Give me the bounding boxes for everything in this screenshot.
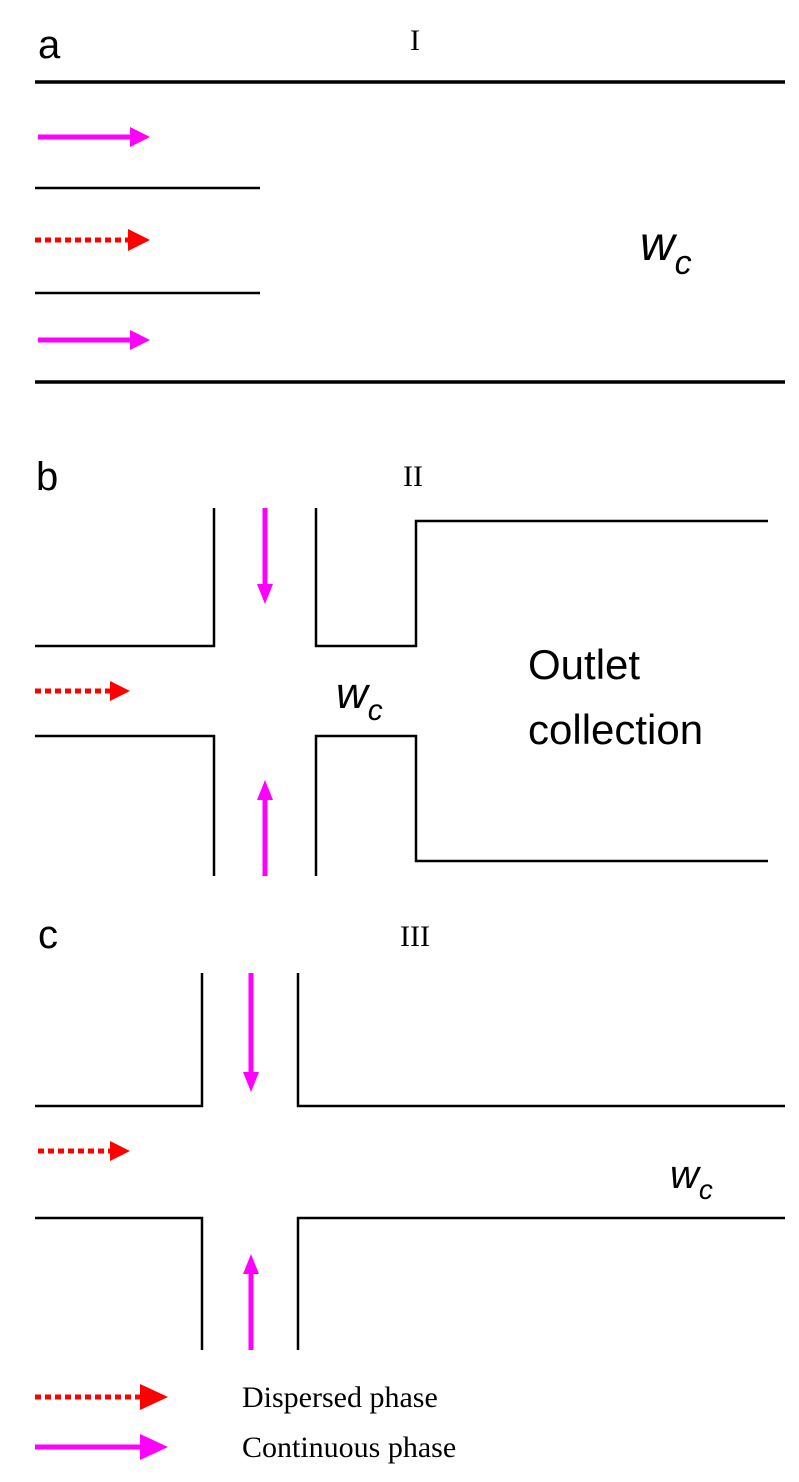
panel-c-lower-left-wall: [35, 1216, 204, 1350]
panel-c-roman-label: III: [400, 920, 430, 953]
panel-b-upper-left-wall: [35, 508, 216, 648]
panel-c: c III wc: [35, 913, 785, 1350]
legend-continuous-label: Continuous phase: [242, 1431, 456, 1464]
panel-c-upper-right-wall: [296, 973, 785, 1108]
panel-b-outlet-label-line1: Outlet: [528, 641, 640, 688]
panel-b-letter: b: [36, 455, 58, 499]
panel-c-dispersed-arrow: [38, 1141, 130, 1161]
panel-b-dispersed-arrow: [35, 681, 130, 701]
panel-a-wc-label: wc: [640, 218, 692, 282]
panel-a-letter: a: [38, 23, 61, 67]
legend-continuous-arrow: [35, 1434, 168, 1460]
panel-c-continuous-arrow-up: [243, 1254, 259, 1350]
panel-b-continuous-arrow-down: [257, 508, 273, 604]
panel-b-upper-right-wall: [314, 508, 768, 648]
legend-dispersed-label: Dispersed phase: [242, 1381, 438, 1414]
panel-c-wc-label: wc: [670, 1153, 713, 1205]
panel-a-continuous-arrow-top: [38, 127, 150, 147]
panel-a-dispersed-arrow: [35, 229, 150, 251]
legend: Dispersed phase Continuous phase: [35, 1381, 456, 1464]
legend-dispersed-arrow: [35, 1384, 168, 1410]
panel-c-upper-left-wall: [35, 973, 204, 1108]
panel-b-wc-label: wc: [336, 669, 383, 727]
panel-c-lower-right-wall: [296, 1216, 785, 1350]
panel-c-continuous-arrow-down: [243, 973, 259, 1092]
panel-b-roman-label: II: [403, 460, 423, 493]
panel-a-continuous-arrow-bottom: [38, 330, 150, 350]
panel-b-continuous-arrow-up: [257, 780, 273, 876]
panel-a: a I wc: [35, 23, 785, 384]
panel-b: b II wc Outlet collection: [35, 455, 768, 876]
panel-b-outlet-label-line2: collection: [528, 706, 703, 753]
panel-a-roman-label: I: [410, 24, 420, 57]
panel-b-lower-left-wall: [35, 734, 216, 876]
panel-b-lower-right-wall: [314, 734, 768, 876]
panel-c-letter: c: [38, 913, 58, 957]
